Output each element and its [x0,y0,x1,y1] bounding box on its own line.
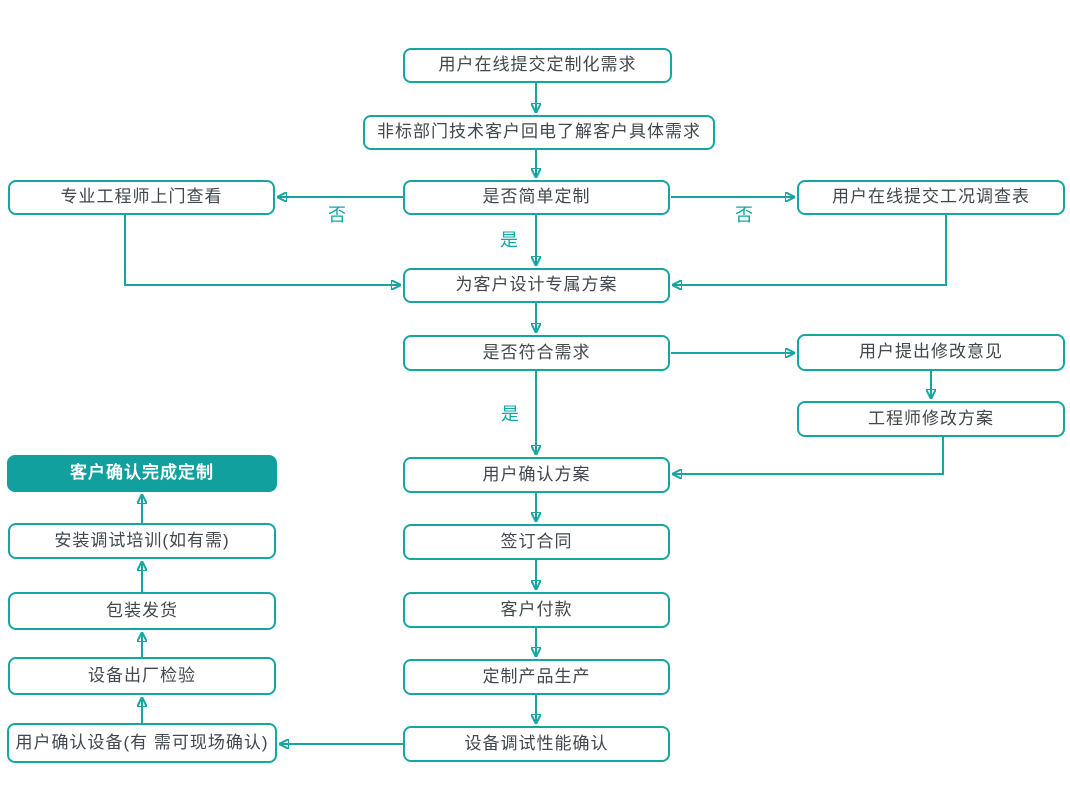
node-online-submit: 用户在线提交定制化需求 [403,48,672,83]
node-design-plan: 为客户设计专属方案 [403,268,670,303]
node-complete: 客户确认完成定制 [7,455,277,492]
node-debug-confirm: 设备调试性能确认 [403,726,670,762]
node-inspection: 设备出厂检验 [8,657,276,695]
node-production: 定制产品生产 [403,659,670,695]
node-confirm-plan: 用户确认方案 [403,457,670,493]
edge-label-no-right: 否 [735,205,753,225]
node-callback: 非标部门技术客户回电了解客户具体需求 [363,115,715,150]
edge-survey-form-to-design-plan [672,215,947,285]
node-meets-needs-decision: 是否符合需求 [403,335,670,371]
edge-label-no-left: 否 [328,205,346,225]
edge-revise-plan-to-confirm-plan [672,437,944,474]
node-feedback: 用户提出修改意见 [797,334,1065,371]
node-shipping: 包装发货 [8,592,276,630]
node-survey-form: 用户在线提交工况调查表 [797,180,1065,215]
node-revise-plan: 工程师修改方案 [797,401,1065,437]
edge-engineer-visit-to-design-plan [124,215,401,285]
node-payment: 客户付款 [403,592,670,628]
edge-label-yes-top: 是 [500,230,518,250]
node-training: 安装调试培训(如有需) [8,523,276,559]
edge-label-yes-bottom: 是 [501,404,519,424]
node-device-confirm: 用户确认设备(有 需可现场确认) [7,723,277,763]
node-sign-contract: 签订合同 [403,524,670,560]
node-simple-custom-decision: 是否简单定制 [403,180,670,215]
node-engineer-visit: 专业工程师上门查看 [8,180,275,215]
